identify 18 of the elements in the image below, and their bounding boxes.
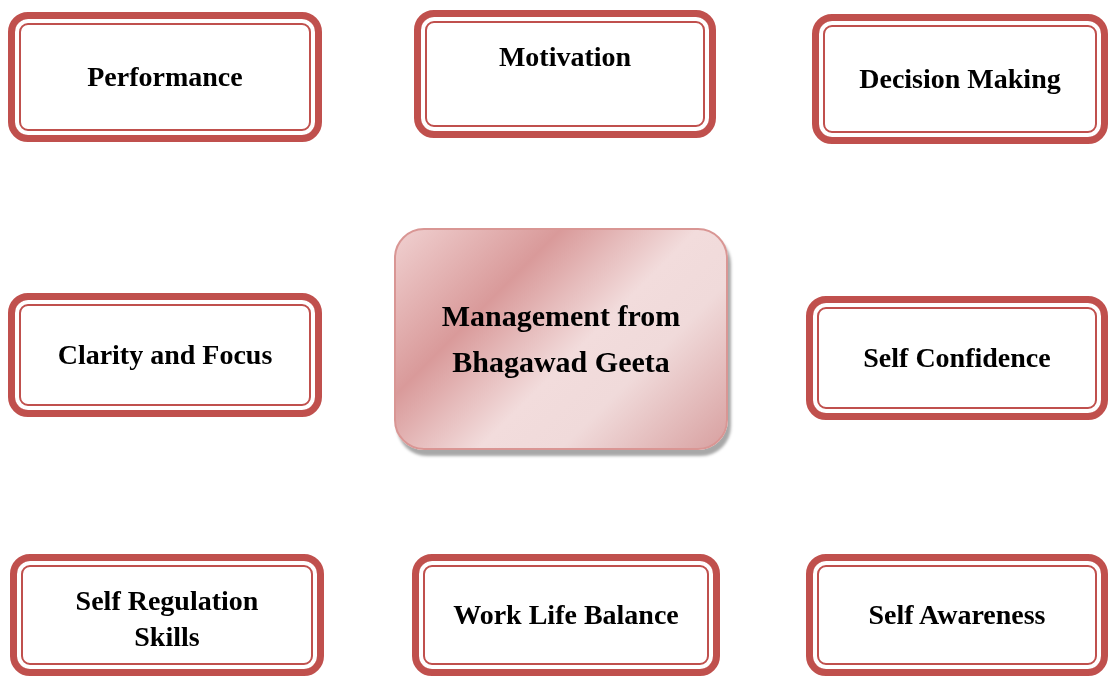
- topic-label: Decision Making: [859, 62, 1061, 96]
- topic-label: Self Confidence: [863, 341, 1051, 375]
- topic-label: Self Regulation Skills: [74, 584, 260, 654]
- topic-box: [806, 554, 1108, 676]
- topic-box: [8, 12, 322, 142]
- topic-label: Clarity and Focus: [57, 338, 273, 372]
- topic-box: [8, 293, 322, 417]
- topic-box: [10, 554, 324, 676]
- central-topic-label: Management from Bhagawad Geeta: [440, 298, 682, 380]
- topic-box: [806, 296, 1108, 420]
- central-topic-box: [394, 228, 728, 450]
- topic-box: [414, 10, 716, 138]
- topic-label: Self Awareness: [868, 598, 1046, 632]
- topic-box: [812, 14, 1108, 144]
- topic-label: Work Life Balance: [453, 598, 679, 632]
- topic-label: Motivation: [498, 40, 632, 74]
- topic-label: Performance: [87, 60, 243, 94]
- topic-box: [412, 554, 720, 676]
